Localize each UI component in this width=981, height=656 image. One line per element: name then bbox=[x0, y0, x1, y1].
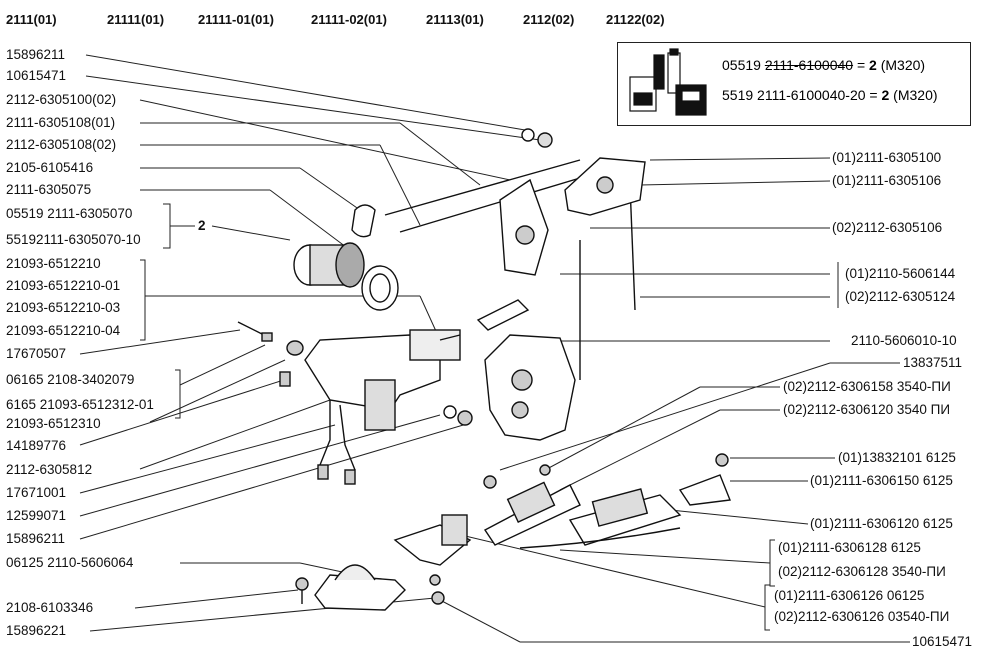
part-label-left-23: 2108-6103346 bbox=[6, 600, 94, 615]
part-label-right-16: 10615471 bbox=[912, 634, 973, 649]
part-label-left-9: 21093-6512210 bbox=[6, 256, 101, 271]
legend-line2-prefix: 5519 bbox=[722, 87, 754, 103]
legend-line-1: 05519 2111-6100040 = 2 (M320) bbox=[722, 57, 925, 73]
header-model-3: 21111-02(01) bbox=[311, 12, 387, 27]
part-label-left-1: 10615471 bbox=[6, 68, 67, 83]
part-label-left-22: 06125 2110-5606064 bbox=[6, 555, 134, 570]
part-label-left-19: 17671001 bbox=[6, 485, 67, 500]
lubricant-package-icon bbox=[629, 48, 707, 116]
part-label-left-5: 2105-6105416 bbox=[6, 160, 94, 175]
part-label-left-4: 2112-6305108(02) bbox=[6, 137, 117, 152]
bracket-quantity: 2 bbox=[198, 218, 206, 233]
header-model-2: 21111-01(01) bbox=[198, 12, 274, 27]
legend-line2-qty: 2 bbox=[881, 87, 890, 103]
header-model-5: 2112(02) bbox=[523, 12, 575, 27]
part-label-left-8: 55192111-6305070-10 bbox=[6, 232, 141, 247]
part-label-right-15: (02)2112-6306126 03540-ПИ bbox=[774, 609, 950, 624]
part-label-right-5: 2110-5606010-10 bbox=[851, 333, 957, 348]
header-model-6: 21122(02) bbox=[606, 12, 665, 27]
part-label-left-7: 05519 2111-6305070 bbox=[6, 206, 133, 221]
part-label-left-6: 2111-6305075 bbox=[6, 182, 92, 197]
legend-line1-prefix: 05519 bbox=[722, 57, 761, 73]
part-label-right-1: (01)2111-6305106 bbox=[832, 173, 942, 188]
part-label-right-4: (02)2112-6305124 bbox=[845, 289, 956, 304]
part-label-left-21: 15896211 bbox=[6, 531, 66, 546]
part-label-right-14: (01)2111-6306126 06125 bbox=[774, 588, 925, 603]
header-model-4: 21113(01) bbox=[426, 12, 484, 27]
legend-line1-eq: = bbox=[856, 57, 866, 73]
legend-line2-part: 2111-6100040-20 bbox=[757, 87, 866, 103]
part-label-right-2: (02)2112-6305106 bbox=[832, 220, 943, 235]
part-label-left-3: 2111-6305108(01) bbox=[6, 115, 116, 130]
part-label-left-2: 2112-6305100(02) bbox=[6, 92, 117, 107]
part-label-left-17: 14189776 bbox=[6, 438, 67, 453]
part-label-left-10: 21093-6512210-01 bbox=[6, 278, 121, 293]
part-label-right-10: (01)2111-6306150 6125 bbox=[810, 473, 953, 488]
part-label-right-8: (02)2112-6306120 3540 ПИ bbox=[783, 402, 951, 417]
legend-line1-qty: 2 bbox=[869, 57, 877, 73]
part-label-left-0: 15896211 bbox=[6, 47, 66, 62]
part-label-right-9: (01)13832101 6125 bbox=[838, 450, 956, 465]
legend-box: 05519 2111-6100040 = 2 (M320) 5519 2111-… bbox=[617, 42, 971, 126]
part-label-left-16: 21093-6512310 bbox=[6, 416, 101, 431]
part-label-right-11: (01)2111-6306120 6125 bbox=[810, 516, 953, 531]
legend-line1-part: 2111-6100040 bbox=[764, 57, 854, 73]
part-label-left-14: 06165 2108-3402079 bbox=[6, 372, 135, 387]
legend-line1-suffix: (M320) bbox=[880, 57, 926, 73]
legend-line2-eq: = bbox=[869, 87, 878, 103]
part-label-right-13: (02)2112-6306128 3540-ПИ bbox=[778, 564, 946, 579]
part-label-right-6: 13837511 bbox=[903, 355, 963, 370]
part-label-left-20: 12599071 bbox=[6, 508, 67, 523]
part-label-right-0: (01)2111-6305100 bbox=[832, 150, 942, 165]
part-label-right-7: (02)2112-6306158 3540-ПИ bbox=[783, 379, 951, 394]
part-label-left-15: 6165 21093-6512312-01 bbox=[6, 397, 154, 412]
legend-line-2: 5519 2111-6100040-20 = 2 (M320) bbox=[722, 87, 938, 103]
part-label-right-3: (01)2110-5606144 bbox=[845, 266, 956, 281]
part-label-left-24: 15896221 bbox=[6, 623, 67, 638]
part-label-right-12: (01)2111-6306128 6125 bbox=[778, 540, 921, 555]
part-label-left-11: 21093-6512210-03 bbox=[6, 300, 121, 315]
part-label-left-13: 17670507 bbox=[6, 346, 67, 361]
part-label-left-18: 2112-6305812 bbox=[6, 462, 93, 477]
header-model-0: 2111(01) bbox=[6, 12, 57, 27]
header-model-1: 21111(01) bbox=[107, 12, 165, 27]
part-label-left-12: 21093-6512210-04 bbox=[6, 323, 121, 338]
legend-line2-suffix: (M320) bbox=[893, 87, 938, 103]
